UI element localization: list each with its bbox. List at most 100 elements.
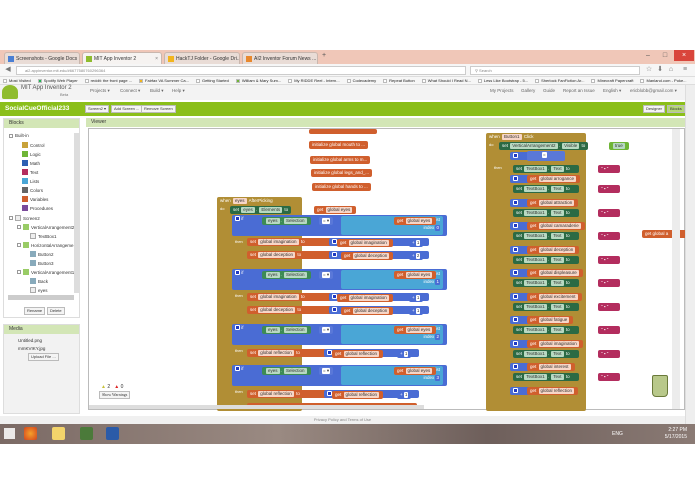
tree-variables[interactable]: Variables <box>22 196 48 202</box>
eyes-selection-block[interactable]: eyes. Selection <box>262 271 311 279</box>
url-input[interactable]: ai2.appinventor.mit.edu/#667758076029636… <box>16 66 466 75</box>
get-variable-block[interactable]: get global deception <box>527 245 580 254</box>
text-string-block[interactable]: " ▪ " <box>598 255 620 264</box>
blocks-workspace[interactable]: initialize global mouth to ... initializ… <box>88 128 687 411</box>
text-string-block[interactable]: " ▪ " <box>598 326 620 334</box>
account-menu[interactable]: ericblobb@gmail.com ▾ <box>630 88 677 93</box>
bookmark[interactable]: Codecademy <box>346 78 376 83</box>
bookmark[interactable]: Minecraft Papercraft <box>591 78 633 83</box>
tree-procedures[interactable]: Procedures <box>22 205 53 211</box>
tree-back[interactable]: Back <box>30 278 48 284</box>
bookmark[interactable]: Repeat Button <box>383 78 415 83</box>
text-string-block[interactable]: " ▪ " <box>598 165 620 173</box>
home-icon[interactable]: ⌂ <box>668 66 674 73</box>
tree-verticalarrangement2[interactable]: VerticalArrangement2 <box>17 224 74 230</box>
my-projects-link[interactable]: My Projects <box>490 88 514 93</box>
text-string-block[interactable]: " ▪ " <box>598 302 620 311</box>
set-textbox-text-block[interactable]: set TextBox1. Text to <box>513 185 579 193</box>
init-global-block[interactable] <box>309 129 377 134</box>
bookmark[interactable]: Manland.com - Poke... <box>640 78 687 83</box>
tree-eyes[interactable]: eyes <box>30 287 48 293</box>
bookmark[interactable]: My RIDDE Reel - Intern... <box>288 78 340 83</box>
if-block[interactable] <box>510 222 530 230</box>
designer-button[interactable]: Designer <box>643 105 666 113</box>
media-file[interactable]: mmKVIKY.jpg <box>18 346 46 351</box>
firefox-icon[interactable] <box>24 427 37 440</box>
init-global-block[interactable]: initialize global arms to m... <box>310 156 371 164</box>
init-global-block[interactable]: initialize global mouth to ... <box>309 141 369 149</box>
tree-lists[interactable]: Lists <box>22 178 39 184</box>
tree-button2[interactable]: Button2 <box>30 251 54 257</box>
close-tab-icon[interactable]: × <box>155 55 158 62</box>
if-block[interactable] <box>510 292 530 301</box>
get-variable-block[interactable]: get global interest <box>527 363 575 371</box>
upload-file-button[interactable]: Upload File ... <box>28 353 59 361</box>
delete-button[interactable]: Delete <box>47 307 65 315</box>
tree-built-in[interactable]: Built-in <box>9 133 29 138</box>
if-block[interactable] <box>510 316 530 324</box>
close-tab-icon[interactable]: × <box>79 56 80 62</box>
tree-verticalarrangement1[interactable]: VerticalArrangement1 <box>17 269 74 275</box>
back-icon[interactable]: ◀ <box>5 66 11 73</box>
language-menu[interactable]: English ▾ <box>603 88 622 93</box>
compare-eq-block[interactable]: = ▾ <box>319 217 334 225</box>
tab-ai2-forum[interactable]: AI2 Inventor Forum News ...× <box>242 52 318 64</box>
if-block[interactable] <box>510 386 530 395</box>
text-string-block[interactable]: " ▪ " <box>598 279 620 287</box>
set-textbox-text-block[interactable]: set TextBox1. Text to <box>513 232 579 240</box>
menu-help[interactable]: Help ▾ <box>172 88 185 93</box>
menu-projects[interactable]: Projects ▾ <box>90 88 110 93</box>
close-window-icon[interactable]: × <box>674 50 694 61</box>
text-string-block[interactable]: " ▪ " <box>598 208 620 217</box>
if-block[interactable] <box>510 198 530 207</box>
new-tab-button[interactable]: + <box>322 52 327 59</box>
app-icon[interactable] <box>80 427 93 440</box>
remove-screen-button[interactable]: Remove Screen <box>141 105 176 113</box>
bookmark[interactable]: What Should I Read N... <box>421 78 471 83</box>
tree-textbox1[interactable]: TextBox1 <box>30 233 57 239</box>
set-textbox-text-block[interactable]: set TextBox1. Text to <box>513 302 579 311</box>
tree-math[interactable]: Math <box>22 160 40 166</box>
tree-screen2[interactable]: Screen2 <box>9 215 40 221</box>
init-global-block[interactable]: initialize global legs_and_... <box>311 169 373 177</box>
get-variable-block[interactable]: get global excitement <box>527 292 582 301</box>
set-textbox-text-block[interactable]: set TextBox1. Text to <box>513 326 579 334</box>
bookmark[interactable]: William & Mary Sum... <box>235 78 281 83</box>
tree-horizontal-scrollbar[interactable] <box>8 295 74 300</box>
bookmark-star-icon[interactable]: ☆ <box>645 66 653 73</box>
media-file[interactable]: Untitled.png <box>18 338 43 343</box>
file-explorer-icon[interactable] <box>52 427 65 440</box>
get-variable-block[interactable]: get global displeasure <box>527 269 583 277</box>
privacy-link[interactable]: Privacy Policy and Terms of Use <box>0 416 685 424</box>
tree-text[interactable]: Text <box>22 169 38 175</box>
tree-vertical-scrollbar[interactable] <box>74 133 79 293</box>
init-global-block[interactable]: initialize global hands to ... <box>312 183 371 191</box>
get-global-eyes-block[interactable]: get global eyes <box>394 271 437 279</box>
bookmark[interactable]: Spotify Web Player <box>37 78 78 83</box>
get-global-eyes-block[interactable]: get global eyes <box>314 206 357 214</box>
text-string-block[interactable]: " ▪ " <box>598 232 620 240</box>
screen-select[interactable]: Screen2 ▾ <box>85 105 110 113</box>
set-eyes-elements-block[interactable]: set eyes. Elements to <box>230 206 292 214</box>
text-string-block[interactable]: " ▪ " <box>598 185 620 193</box>
if-block[interactable] <box>510 363 530 371</box>
get-global-eyes-block[interactable]: get global eyes <box>394 217 437 225</box>
windows-start-icon[interactable] <box>4 428 15 439</box>
trash-icon[interactable] <box>652 375 668 397</box>
compare-block[interactable]: = <box>527 151 565 161</box>
add-screen-button[interactable]: Add Screen ... <box>111 105 143 113</box>
bookmark[interactable]: Sherlock FanFiction Ar... <box>535 78 584 83</box>
get-global-imagination-block[interactable]: get global imagination <box>337 239 393 247</box>
text-string-block[interactable]: " ▪ " <box>598 349 620 358</box>
minimize-icon[interactable]: – <box>646 52 650 59</box>
page-scrollbar[interactable] <box>685 85 695 424</box>
tab-app-inventor[interactable]: MIT App Inventor 2× <box>82 52 162 64</box>
set-textbox-text-block[interactable]: set TextBox1. Text to <box>513 279 579 287</box>
stray-get-block[interactable]: get global a <box>642 230 687 238</box>
if-block[interactable] <box>510 269 530 277</box>
set-textbox-text-block[interactable]: set TextBox1. Text to <box>513 373 579 381</box>
downloads-icon[interactable]: ⬇ <box>657 66 663 73</box>
menu-icon[interactable]: ≡ <box>682 66 688 73</box>
set-textbox-text-block[interactable]: set TextBox1. Text to <box>513 165 579 173</box>
